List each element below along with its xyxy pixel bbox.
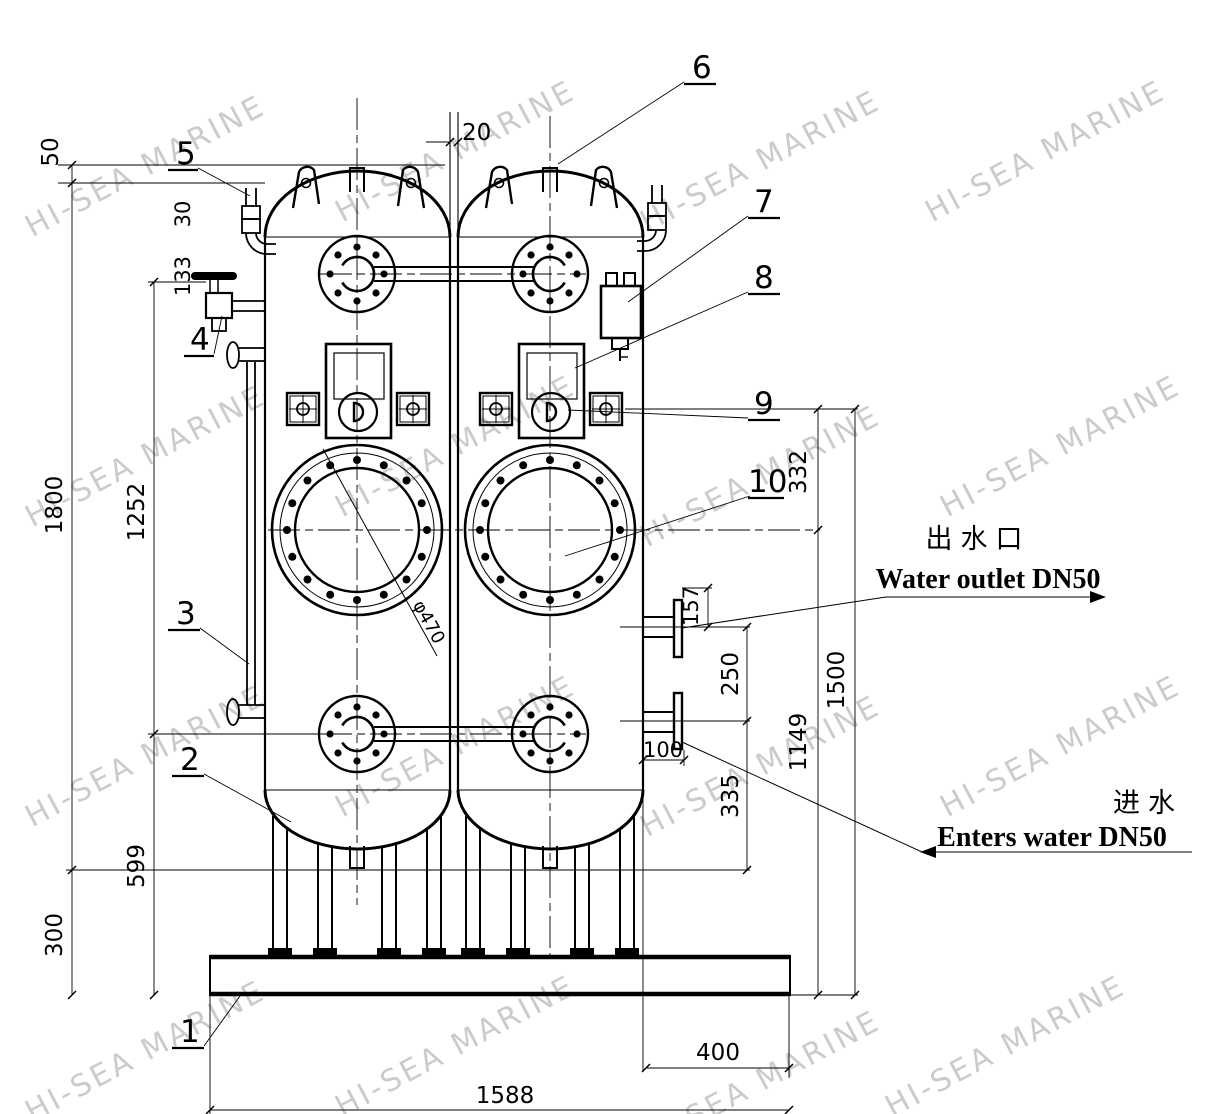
water-outlet-label-en: Water outlet DN50 [876,564,1101,595]
dim-1800: 1800 [42,476,68,535]
dim-1588: 1588 [476,1083,535,1109]
dim-20: 20 [462,120,491,146]
bottom-connecting-pipe [374,726,534,742]
valve [191,272,266,332]
dim-133: 133 [171,256,195,296]
watermark-text: HI-SEA MARINE [880,969,1132,1114]
dim-50: 50 [38,137,64,166]
dim-250: 250 [718,652,744,696]
water-outlet-leader [681,596,1104,629]
centerlines [268,98,820,958]
dim-1252: 1252 [124,483,150,542]
water-inlet-arrow [920,846,936,858]
dim-300: 300 [42,913,68,957]
water-inlet-callout: 进水 Enters water DN50 [681,741,1192,858]
watermark-text: HI-SEA MARINE [20,679,272,835]
item-label-8: 8 [754,260,774,296]
item-labels: 1 2 3 4 5 6 7 8 9 10 [176,50,787,1050]
item-label-4: 4 [190,322,210,358]
item-label-6: 6 [692,50,712,86]
level-gauge [226,341,266,726]
heater-panel-left [285,342,431,440]
item-label-7: 7 [754,184,774,220]
manhole-diameter-label: φ470 [408,597,449,648]
dim-30: 30 [171,201,195,228]
item-label-9: 9 [754,386,774,422]
dim-1500: 1500 [824,651,850,710]
vent-pipe-right [637,185,667,252]
tank-gap-lines [449,112,459,237]
dim-335: 335 [718,774,744,818]
tank-left [263,165,452,958]
dim-332: 332 [786,450,812,494]
dim-599: 599 [124,844,150,888]
dimension-labels: 50 1800 300 1252 599 30 133 20 332 1149 … [38,120,850,1109]
water-outlet-label-cn: 出水口 [926,524,1031,555]
item-label-3: 3 [176,596,196,632]
manhole-diameter-line [322,448,438,657]
item-label-5: 5 [176,136,196,172]
item-leader-lines [197,81,751,1047]
watermark-text: HI-SEA MARINE [920,74,1172,230]
item-label-10: 10 [748,464,787,500]
watermark-text: HI-SEA MARINE [635,1004,887,1114]
item-label-1: 1 [180,1014,200,1050]
dimension-ticks [67,137,860,1114]
water-outlet-nozzle [643,598,684,659]
item-underlines [168,82,784,1050]
top-connecting-pipe [374,266,534,282]
water-inlet-label-en: Enters water DN50 [937,822,1167,853]
dim-100: 100 [643,738,683,762]
watermark-text: HI-SEA MARINE [330,74,582,230]
watermark-text: HI-SEA MARINE [935,369,1187,525]
dim-157: 157 [679,586,703,626]
dim-400: 400 [696,1040,740,1066]
item-label-2: 2 [180,742,200,778]
water-inlet-label-cn: 进水 [1113,788,1183,819]
vent-pipe-left [241,188,276,255]
watermark-text: HI-SEA MARINE [330,969,582,1114]
water-outlet-arrow [1090,591,1106,603]
water-outlet-callout: 出水口 Water outlet DN50 [681,524,1106,629]
base-frame [209,954,791,997]
junction-box [599,272,643,361]
dim-1149: 1149 [786,713,812,772]
